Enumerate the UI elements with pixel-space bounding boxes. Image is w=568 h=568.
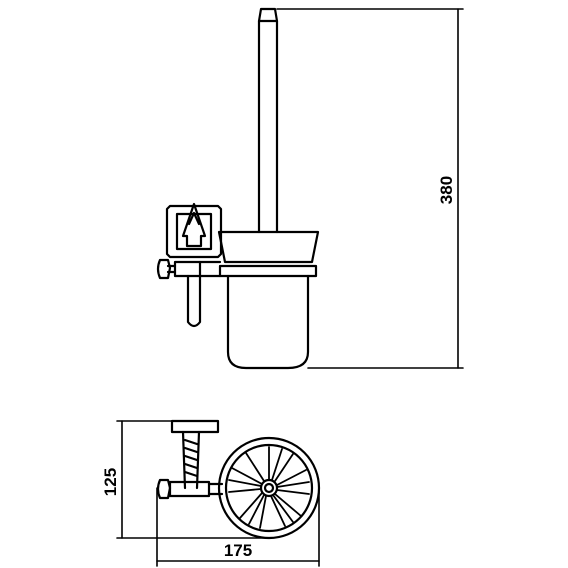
top-post-threads — [183, 438, 199, 478]
holder-arm — [198, 260, 222, 278]
brush-handle-cap — [257, 7, 279, 23]
front-view — [156, 7, 320, 370]
wall-bracket-ornament — [181, 202, 207, 248]
knob-shaft — [166, 264, 177, 274]
dimension-lines — [116, 8, 464, 567]
width-dimension-label: 175 — [224, 541, 252, 560]
cup-ring — [218, 264, 318, 278]
brush-head-core — [263, 482, 275, 494]
wall-bracket-inner — [175, 212, 213, 251]
top-wall-plate — [170, 419, 220, 434]
depth-dimension-label: 125 — [101, 468, 120, 496]
hanging-stem — [186, 274, 202, 328]
cup-rim — [217, 230, 320, 264]
holder-ring-inner — [224, 443, 314, 533]
brush-handle — [257, 19, 279, 234]
wall-bracket-plate — [165, 204, 223, 259]
top-mounting-post — [168, 480, 211, 498]
height-dimension-label: 380 — [437, 176, 456, 204]
bristle-rays — [228, 446, 310, 529]
glass-cup — [226, 274, 310, 370]
